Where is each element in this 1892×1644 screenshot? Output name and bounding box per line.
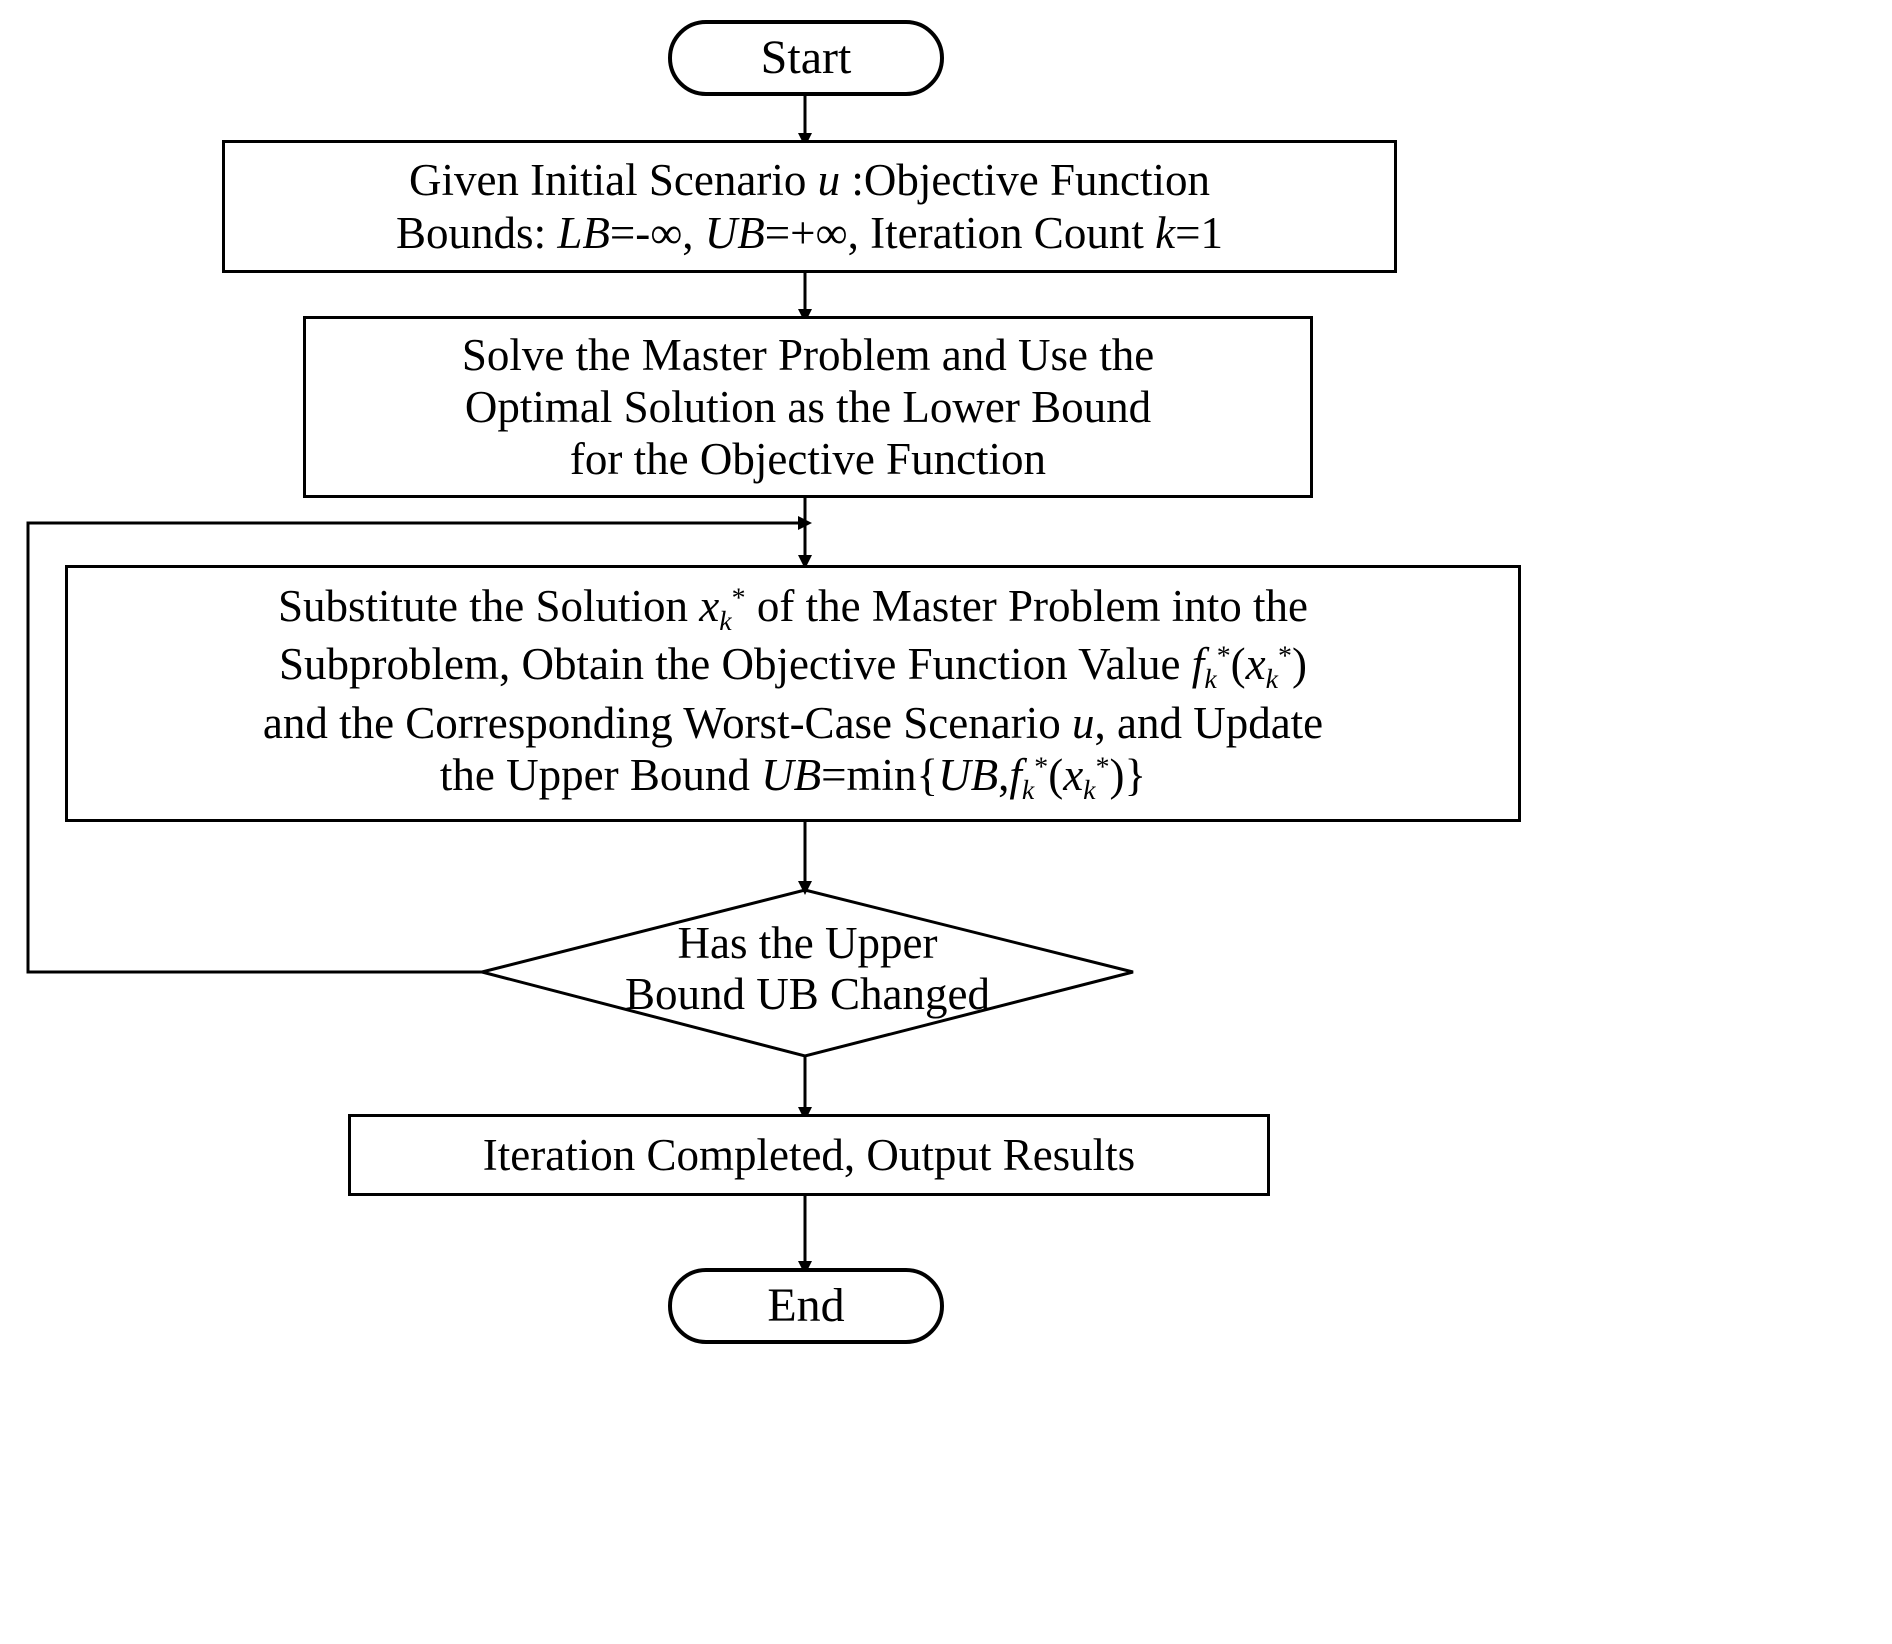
node-end-label: End bbox=[767, 1279, 845, 1333]
node-subproblem[interactable]: Substitute the Solution xk* of the Maste… bbox=[65, 565, 1521, 822]
node-start[interactable]: Start bbox=[668, 20, 944, 96]
node-initialization[interactable]: Given Initial Scenario u :Objective Func… bbox=[222, 140, 1397, 273]
node-output-results[interactable]: Iteration Completed, Output Results bbox=[348, 1114, 1270, 1196]
node-master-problem[interactable]: Solve the Master Problem and Use the Opt… bbox=[303, 316, 1313, 498]
node-decision-label: Has the Upper Bound UB Changed bbox=[625, 918, 990, 1020]
node-subproblem-label: Substitute the Solution xk* of the Maste… bbox=[262, 580, 1324, 806]
node-decision[interactable]: Has the Upper Bound UB Changed bbox=[482, 890, 1133, 1056]
node-end[interactable]: End bbox=[668, 1268, 944, 1344]
node-output-results-label: Iteration Completed, Output Results bbox=[482, 1129, 1136, 1180]
decision-diamond-shape bbox=[481, 888, 1134, 1058]
node-master-problem-label: Solve the Master Problem and Use the Opt… bbox=[461, 329, 1155, 485]
node-start-label: Start bbox=[760, 31, 852, 85]
node-initialization-label: Given Initial Scenario u :Objective Func… bbox=[396, 155, 1223, 258]
